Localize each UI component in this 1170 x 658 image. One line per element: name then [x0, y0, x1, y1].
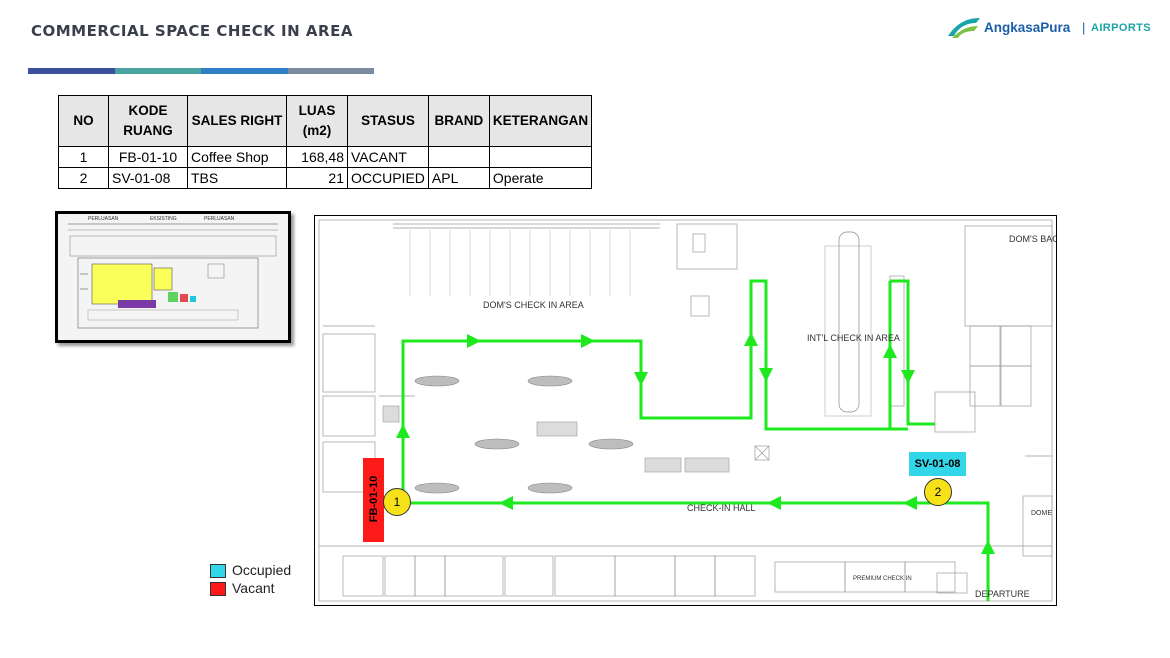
header-luas: LUAS (m2) [286, 95, 348, 147]
angkasa-pura-logo: AngkasaPura | AIRPORTS [946, 14, 1151, 44]
logo-brand-text: AngkasaPura [984, 20, 1071, 35]
unit-fb-01-10-label: FB-01-10 [368, 475, 380, 523]
cell-brand: APL [427, 167, 490, 189]
cell-keterangan: Operate [488, 167, 593, 189]
cell-sales: TBS [187, 167, 287, 189]
cell-no: 1 [58, 146, 109, 168]
label-doms-check-in-area: DOM'S CHECK IN AREA [483, 300, 584, 310]
marker-1: 1 [383, 488, 411, 516]
cell-status: VACANT [347, 146, 429, 168]
floor-plan-drawing [318, 219, 1053, 602]
accent-bar-segment [201, 68, 288, 74]
table-header-row: NO KODE RUANG SALES RIGHT LUAS (m2) STAS… [58, 95, 593, 147]
thumbnail-label-expansion-left: PERLUASAN [88, 216, 119, 222]
vacant-swatch [210, 582, 226, 596]
label-intl-check-in-area: INT'L CHECK IN AREA [807, 333, 900, 343]
commercial-space-table: NO KODE RUANG SALES RIGHT LUAS (m2) STAS… [58, 95, 593, 189]
accent-bar-segment [287, 68, 374, 74]
unit-sv-01-08-occupied: SV-01-08 [909, 452, 966, 476]
terminal-overview-thumbnail: PERLUASAN EKSISTING PERLUASAN [55, 211, 291, 343]
swoosh-logo-icon [948, 18, 980, 38]
table-row: 1 FB-01-10 Coffee Shop 168,48 VACANT [58, 146, 593, 168]
table-row: 2 SV-01-08 TBS 21 OCCUPIED APL Operate [58, 167, 593, 189]
page-title: COMMERCIAL SPACE CHECK IN AREA [31, 22, 353, 40]
label-check-in-hall: CHECK-IN HALL [687, 503, 756, 513]
overview-map-drawing [58, 214, 288, 340]
header-sales-right: SALES RIGHT [187, 95, 287, 147]
cell-sales: Coffee Shop [187, 146, 287, 168]
occupied-swatch [210, 564, 226, 578]
accent-bar-segment [28, 68, 115, 74]
cell-luas: 168,48 [286, 146, 348, 168]
header-kode-ruang: KODE RUANG [108, 95, 188, 147]
thumbnail-label-expansion-right: PERLUASAN [204, 216, 235, 222]
header-keterangan: KETERANGAN [488, 95, 593, 147]
header-status: STASUS [347, 95, 429, 147]
cell-no: 2 [58, 167, 109, 189]
legend-label-occupied: Occupied [232, 562, 292, 578]
logo-division-text: AIRPORTS [1091, 22, 1152, 34]
label-departure: DEPARTURE [975, 589, 1030, 599]
cell-brand [427, 146, 490, 168]
header-brand: BRAND [427, 95, 490, 147]
cell-kode: FB-01-10 [108, 146, 188, 168]
thumbnail-label-existing: EKSISTING [150, 216, 177, 222]
cell-keterangan [488, 146, 593, 168]
cell-status: OCCUPIED [347, 167, 429, 189]
unit-fb-01-10-vacant: FB-01-10 [363, 458, 384, 542]
check-in-floor-plan: DOM'S CHECK IN AREA INT'L CHECK IN AREA … [314, 215, 1057, 606]
cell-kode: SV-01-08 [108, 167, 188, 189]
label-dome: DOME [1031, 510, 1052, 517]
cell-luas: 21 [286, 167, 348, 189]
accent-bar-segment [114, 68, 201, 74]
label-doms-bag: DOM'S BAG [1009, 234, 1057, 244]
accent-bar [28, 68, 374, 74]
logo-separator: | [1082, 20, 1086, 35]
label-premium-check-in: PREMIUM CHECK IN [853, 576, 912, 582]
header-no: NO [58, 95, 109, 147]
marker-2: 2 [924, 478, 952, 506]
legend-label-vacant: Vacant [232, 580, 275, 596]
